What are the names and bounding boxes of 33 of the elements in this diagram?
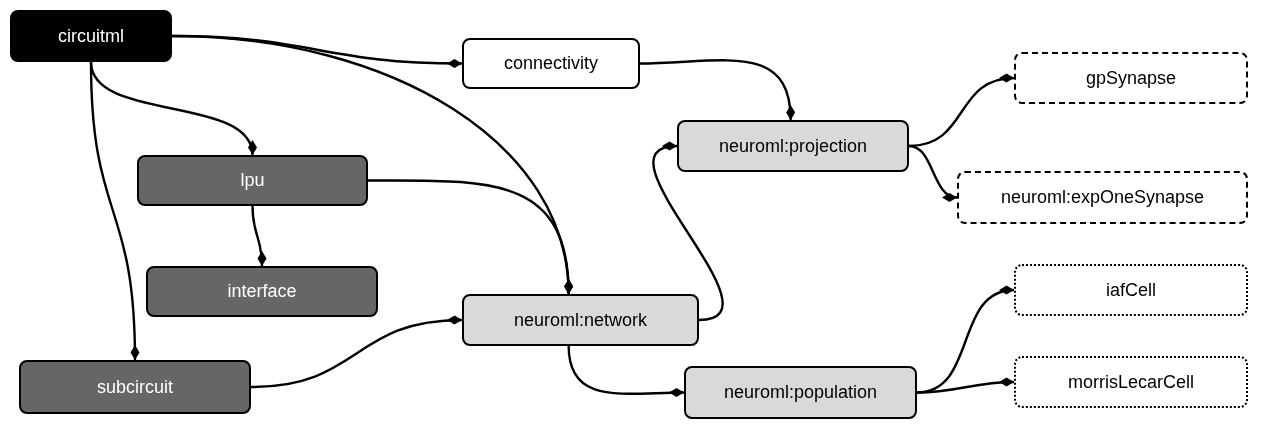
node-label: neuroml:population (723, 381, 878, 404)
node-label: neuroml:expOneSynapse (1000, 186, 1205, 209)
node-label: neuroml:network (513, 308, 648, 332)
connector (368, 179, 573, 295)
process-box (146, 266, 378, 317)
connector (908, 144, 958, 201)
dotted-box (1014, 356, 1248, 408)
process-box (677, 120, 909, 172)
node-label: gpSynapse (1085, 66, 1177, 90)
process-box (19, 360, 251, 414)
process-box (10, 10, 172, 62)
connector (567, 345, 685, 398)
dotted-box (1014, 264, 1248, 316)
process-box (462, 38, 640, 89)
dashed-box (1014, 52, 1248, 104)
node-label: morrisLecarCell (1068, 370, 1194, 394)
node-label: circuitml (58, 24, 124, 48)
dashed-box (957, 171, 1248, 224)
connector (251, 205, 267, 267)
node-label: iafCell (1106, 278, 1156, 302)
connector (652, 143, 724, 322)
process-box (462, 294, 699, 346)
connector (639, 59, 795, 121)
node-label: interface (227, 280, 297, 303)
connector (89, 61, 140, 361)
node-label: connectivity (503, 52, 598, 75)
node-label: lpu (240, 169, 265, 192)
process-box (684, 366, 917, 419)
connector (916, 377, 1015, 394)
process-box (137, 155, 368, 206)
node-label: neuroml:projection (718, 134, 868, 158)
node-label: subcircuit (97, 375, 173, 399)
connector (250, 315, 463, 389)
